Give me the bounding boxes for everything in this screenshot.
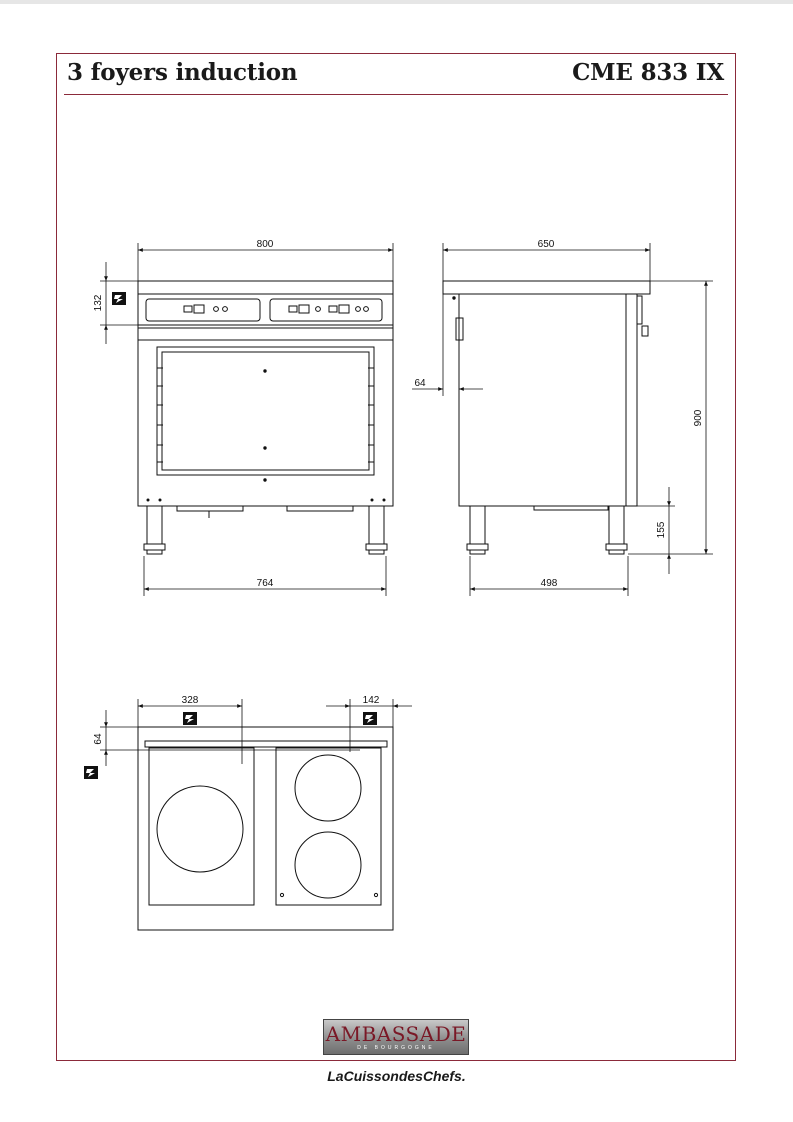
electric-connection-icon — [112, 292, 126, 305]
dim-total-height: 900 — [693, 409, 704, 426]
top-bar — [0, 0, 793, 4]
dim-leg-height: 155 — [656, 521, 667, 538]
model-number: CME 833 IX — [572, 59, 724, 86]
dim-front-base-width: 764 — [257, 578, 274, 589]
electric-connection-icon — [84, 766, 98, 779]
page-title: 3 foyers induction — [67, 59, 298, 86]
dim-side-depth: 650 — [538, 239, 555, 250]
side-view — [442, 280, 651, 555]
brand-logo: AMBASSADE DE BOURGOGNE — [323, 1019, 469, 1055]
brand-tagline: LaCuissondesChefs. — [327, 1068, 466, 1084]
dim-plan-left-zone: 328 — [182, 695, 199, 706]
dim-plan-right-offset: 142 — [363, 695, 380, 706]
title-rule — [64, 94, 728, 95]
electric-connection-icon — [363, 712, 377, 725]
dim-side-offset: 64 — [414, 378, 426, 389]
brand-subtitle: DE BOURGOGNE — [357, 1045, 435, 1051]
front-view — [137, 280, 394, 555]
dim-side-base-depth: 498 — [541, 578, 558, 589]
brand-name: AMBASSADE — [325, 1022, 467, 1046]
electric-connection-icon — [183, 712, 197, 725]
plan-view — [137, 726, 394, 931]
dim-top-height: 132 — [93, 294, 104, 311]
page-frame — [56, 53, 736, 1061]
dim-plan-front-offset: 64 — [93, 733, 104, 745]
dim-front-width: 800 — [257, 239, 274, 250]
